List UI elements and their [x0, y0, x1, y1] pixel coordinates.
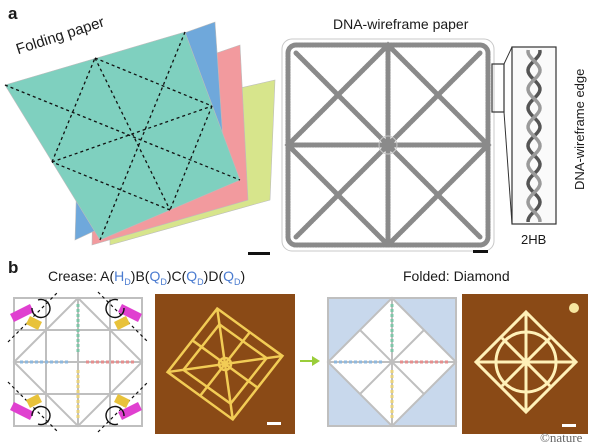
crease-pattern-diagram — [7, 291, 149, 433]
crease-lines — [4, 31, 241, 241]
crease-code: A(HD)B(QD)C(QD)D(QD) — [100, 268, 246, 287]
double-helix-bundle — [526, 49, 542, 222]
folded-label: Folded: Diamond — [403, 268, 510, 284]
panel-a-letter: a — [8, 4, 18, 23]
helix-label: 2HB — [521, 232, 547, 247]
scale-bar — [562, 424, 576, 427]
afm-image-crease — [155, 294, 295, 434]
nature-credit: ©nature — [540, 430, 583, 445]
edge-label: DNA-wireframe edge — [572, 68, 587, 190]
afm-structure — [473, 309, 579, 415]
crease-part: C(QD) — [171, 268, 209, 287]
crease-part: D(QD) — [208, 268, 246, 287]
panel-b-letter: b — [8, 258, 19, 277]
afm-image-folded — [462, 294, 588, 434]
afm-structure — [165, 306, 285, 422]
scale-bar — [248, 252, 270, 255]
transition-arrow — [300, 356, 320, 366]
scale-bar — [473, 250, 488, 253]
scale-bar — [267, 422, 281, 425]
crease-part: A(HD) — [100, 268, 136, 287]
dna-wireframe-paper — [281, 38, 495, 253]
wireframe-title: DNA-wireframe paper — [333, 16, 469, 32]
crease-prefix: Crease: — [48, 268, 101, 284]
edge-callout — [491, 46, 557, 225]
folded-diamond-diagram — [326, 296, 458, 428]
folding-paper-figure — [4, 21, 276, 255]
crease-part: B(QD) — [135, 268, 172, 287]
crease-label: Crease: A(HD)B(QD)C(QD)D(QD) — [48, 268, 245, 287]
